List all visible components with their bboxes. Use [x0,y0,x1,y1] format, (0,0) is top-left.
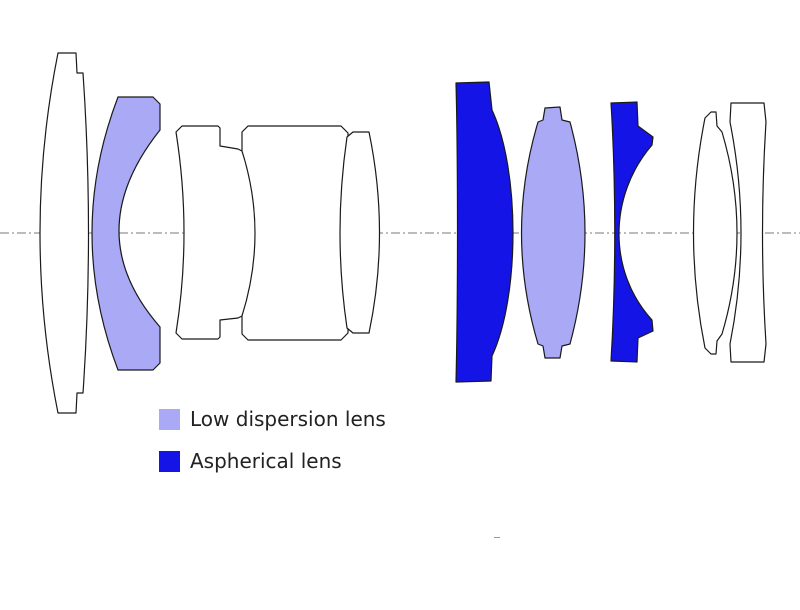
aspherical-swatch [159,450,180,472]
lens-element-5 [339,131,381,334]
lens-element-1 [39,52,90,414]
low-dispersion-label: Low dispersion lens [190,407,386,431]
legend-item-low-dispersion: Low dispersion lens [159,407,386,431]
lens-element-8 [610,101,654,363]
legend-item-aspherical: Aspherical lens [159,449,342,473]
lens-element-10 [729,102,767,363]
aspherical-label: Aspherical lens [190,449,342,473]
lens-element-9 [692,111,738,355]
lens-element-4 [241,125,349,341]
lens-element-2 [91,96,161,371]
lens-element-7 [520,106,586,359]
low-dispersion-swatch [159,408,180,430]
lens-element-6 [455,81,514,383]
stray-mark [494,537,500,538]
